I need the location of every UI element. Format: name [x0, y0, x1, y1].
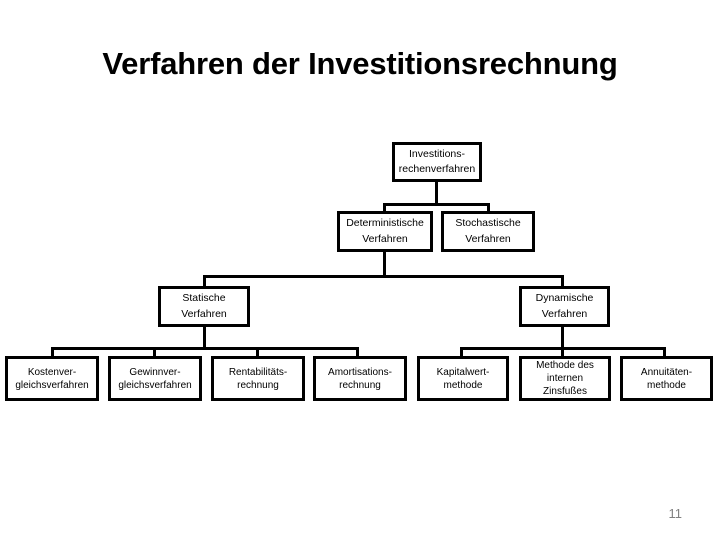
node-line-1: Kostenver- — [27, 366, 77, 378]
connector-level2-bus — [383, 203, 490, 206]
connector-to-kostenvergleichsverfahren — [51, 347, 54, 358]
connector-to-dynamische — [561, 275, 564, 286]
connector-to-gewinnvergleichsverfahren — [153, 347, 156, 358]
node-line-1: Rentabilitäts- — [228, 366, 288, 378]
node-line-1: Kapitalwert- — [436, 366, 490, 378]
node-line-2: Verfahren — [181, 307, 227, 320]
node-text: Kostenver-gleichsverfahren — [10, 366, 94, 392]
connector-to-rentabilitaetsrechnung — [256, 347, 259, 358]
connector-to-deterministische — [383, 203, 386, 212]
connector-dynamische-stem — [561, 327, 564, 349]
connector-statische-leaf-bus — [51, 347, 359, 350]
node-line-2: rechnung — [237, 379, 279, 391]
node-line-1: Investitions- — [408, 147, 466, 160]
node-line-2: gleichsverfahren — [15, 379, 89, 391]
connector-statische-stem — [203, 327, 206, 349]
page-title: Verfahren der Investitionsrechnung — [102, 46, 618, 81]
node-line-2: internen — [546, 373, 584, 384]
node-line-2: rechenverfahren — [398, 163, 476, 175]
node-annuitaetenmethode[interactable]: Annuitäten-methode — [620, 356, 713, 401]
connector-level3-bus — [203, 275, 564, 278]
connector-to-annuitaetenmethode — [663, 347, 666, 358]
node-text: Investitions-rechenverfahren — [397, 147, 477, 177]
node-text: Rentabilitäts-rechnung — [216, 366, 300, 392]
node-line-1: Stochastische — [455, 217, 521, 230]
node-line-1: Amortisations- — [328, 366, 392, 378]
node-line-2: methode — [443, 379, 483, 391]
node-line-2: gleichsverfahren — [118, 379, 192, 391]
node-line-1: Annuitäten- — [640, 366, 693, 378]
node-text: Annuitäten-methode — [625, 366, 708, 392]
page-number: 11 — [668, 506, 683, 521]
node-line-1: Methode des — [536, 360, 594, 371]
connector-to-methode-des-internen-zinsfusses — [561, 347, 564, 358]
connector-deterministische-stem — [383, 252, 386, 278]
connector-to-kapitalwertmethode — [460, 347, 463, 358]
node-line-2: Verfahren — [465, 232, 511, 245]
connector-to-stochastische — [487, 203, 490, 212]
node-line-1: Deterministische — [346, 217, 424, 230]
node-kapitalwertmethode[interactable]: Kapitalwert-methode — [417, 356, 509, 401]
node-line-3: Zinsfußes — [543, 386, 587, 397]
node-rentabilitaetsrechnung[interactable]: Rentabilitäts-rechnung — [211, 356, 305, 401]
connector-to-statische — [203, 275, 206, 286]
node-line-2: Verfahren — [541, 307, 588, 320]
node-line-2: methode — [647, 379, 686, 391]
node-investitionsrechenverfahren[interactable]: Investitions-rechenverfahren — [392, 142, 482, 182]
connector-root-stem — [435, 182, 438, 206]
node-line-1: Dynamische — [535, 292, 594, 305]
node-text: Gewinnver-gleichsverfahren — [113, 366, 197, 392]
node-text: Kapitalwert-methode — [422, 366, 504, 392]
node-amortisationsrechnung[interactable]: Amortisations-rechnung — [313, 356, 407, 401]
node-line-2: Verfahren — [362, 232, 408, 245]
connector-to-amortisationsrechnung — [356, 347, 359, 358]
node-text: Amortisations-rechnung — [318, 366, 402, 392]
node-kostenvergleichsverfahren[interactable]: Kostenver-gleichsverfahren — [5, 356, 99, 401]
node-line-1: Statische — [182, 292, 226, 305]
node-line-1: Gewinnver- — [129, 366, 181, 378]
node-gewinnvergleichsverfahren[interactable]: Gewinnver-gleichsverfahren — [108, 356, 202, 401]
node-line-2: rechnung — [339, 379, 381, 391]
